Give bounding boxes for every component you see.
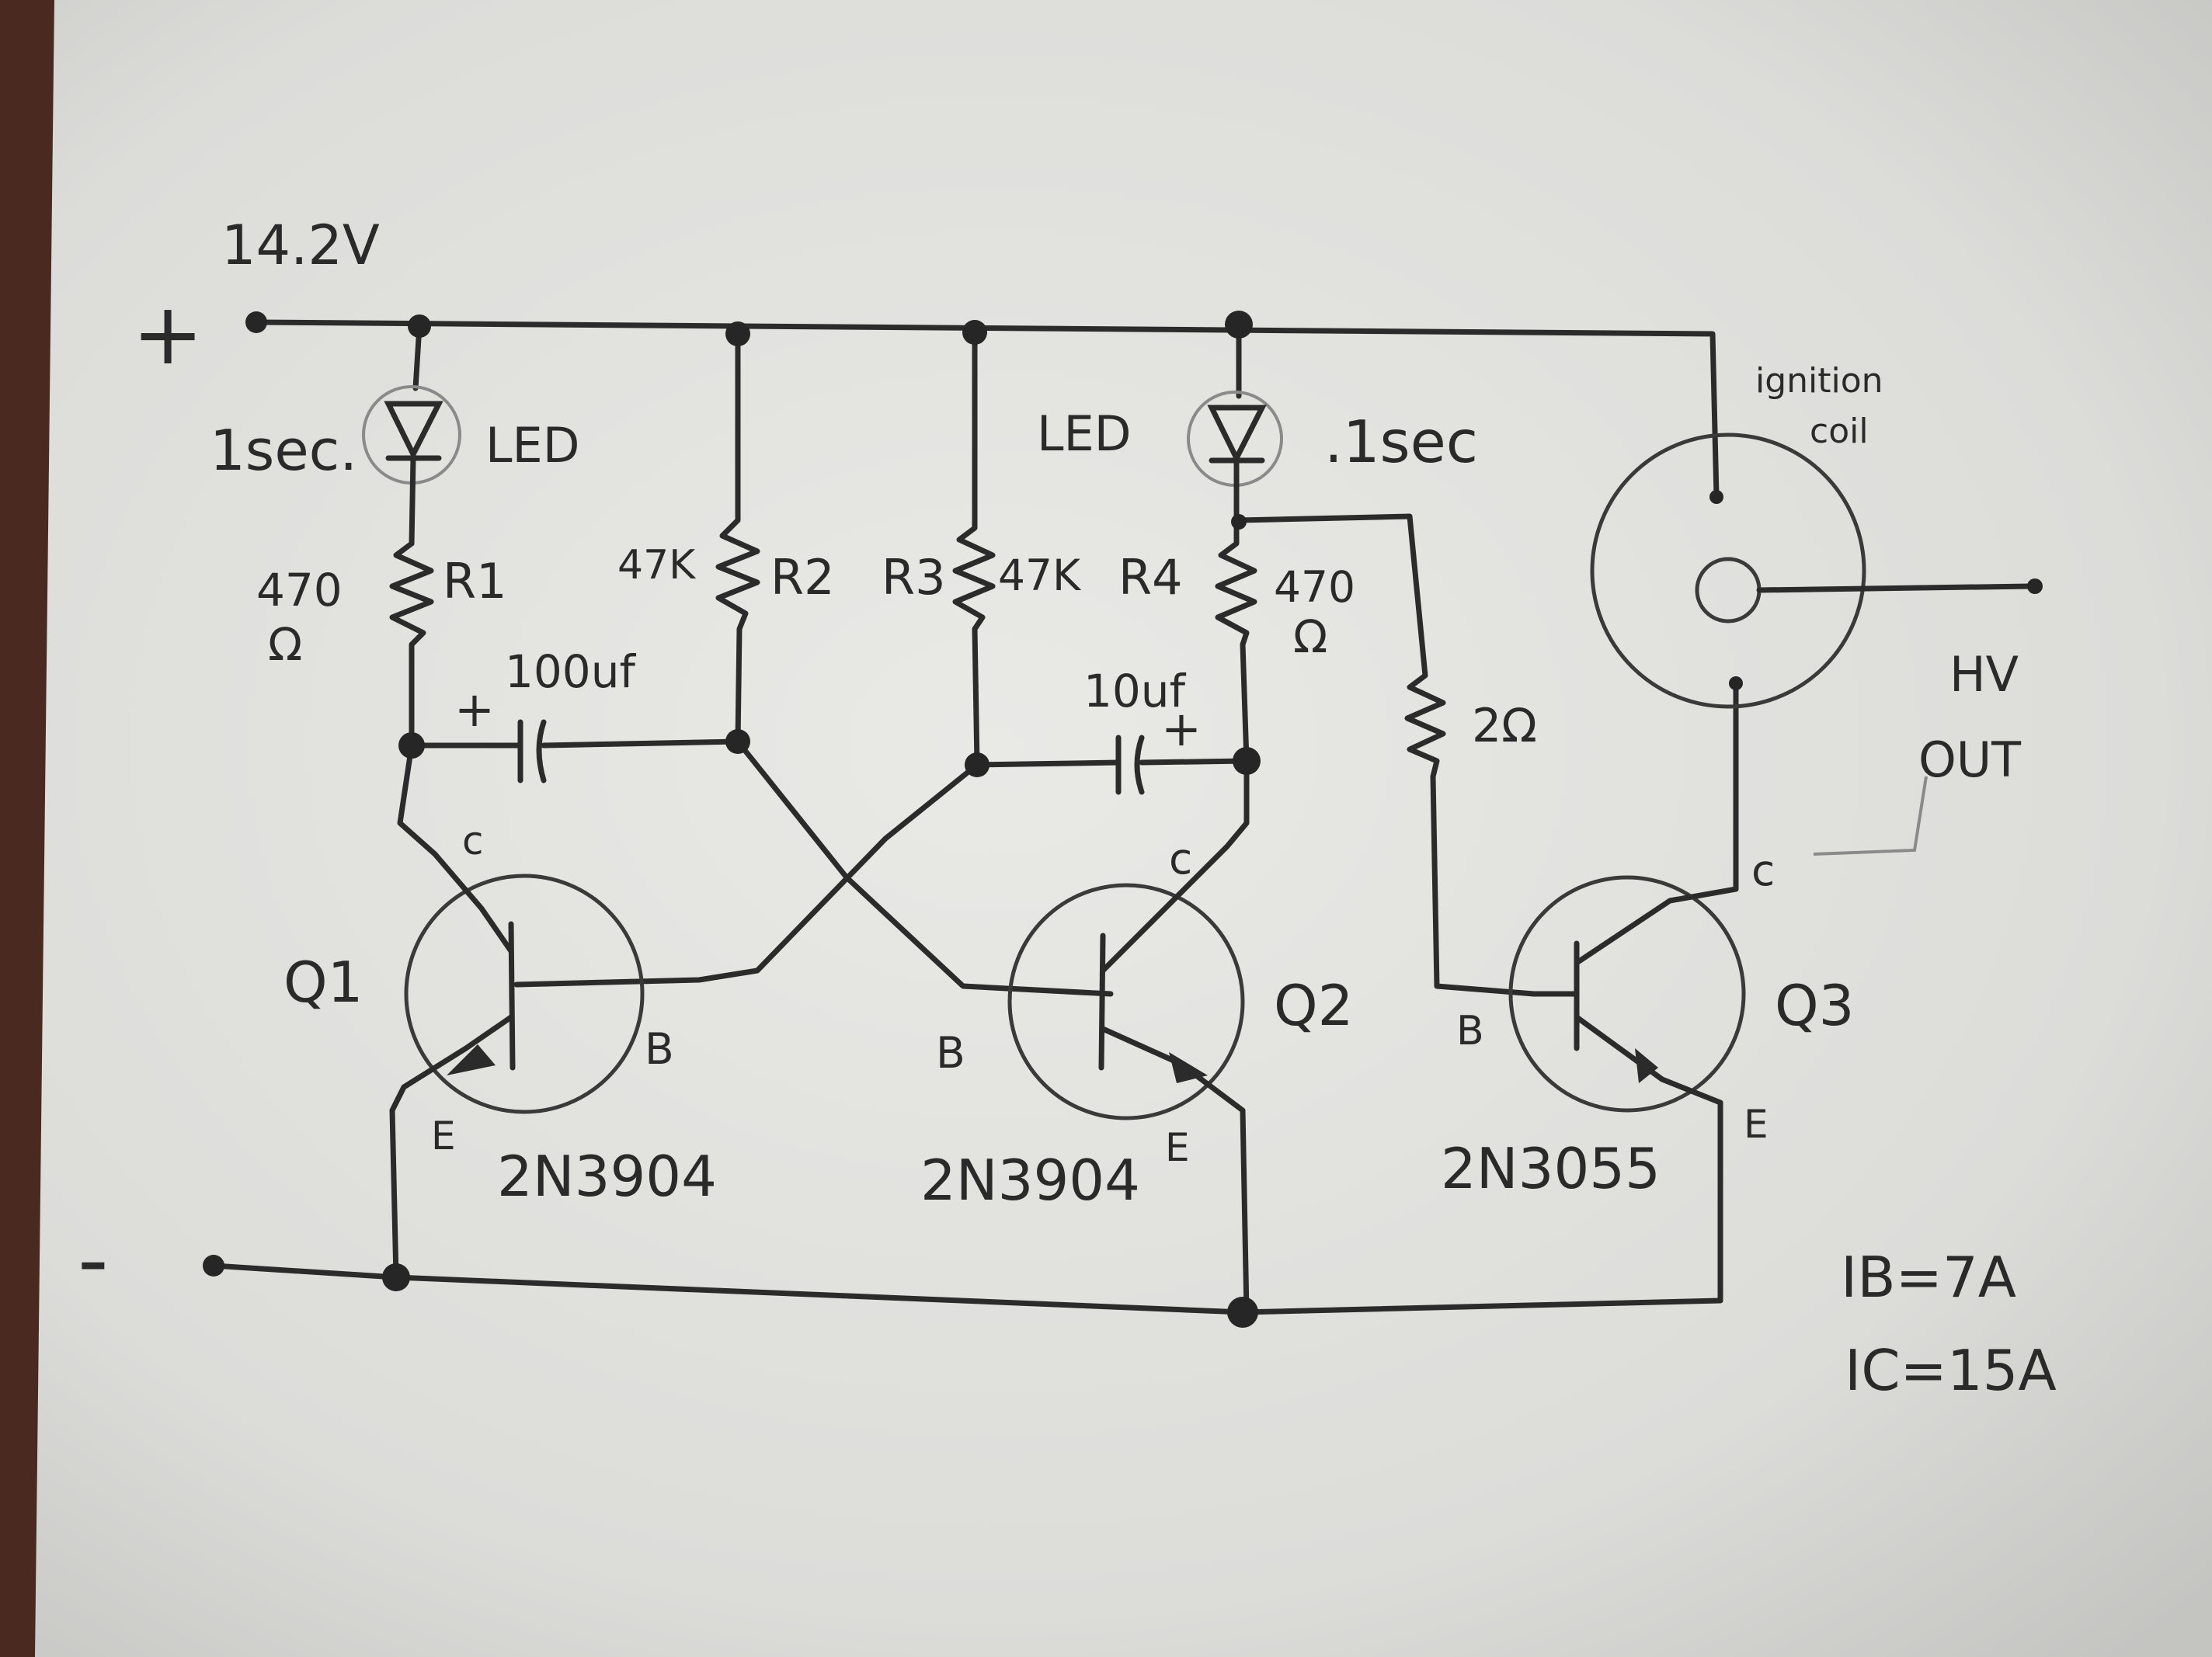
c2-value: 10uf [1083,665,1187,717]
r1-value: 470 [256,564,343,617]
r2-name: R2 [770,549,835,606]
q1-part: 2N3904 [497,1144,717,1209]
q3-name: Q3 [1775,973,1854,1038]
note-collector-current: IC=15A [1845,1338,2057,1403]
q3-pin-e: E [1744,1102,1769,1147]
r4-name: R4 [1118,549,1183,606]
r5-value: 2Ω [1472,699,1537,753]
c1-polarity: + [454,681,495,738]
r3-name: R3 [882,549,946,606]
hv-out-line1: HV [1949,646,2019,703]
q3-part: 2N3055 [1441,1136,1661,1201]
minus-terminal-label: - [78,1210,109,1309]
led1-label: LED [485,417,579,474]
r2-value: 47K [617,542,697,589]
led1-timing-label: 1sec. [210,418,357,483]
r3-value: 47K [998,551,1082,600]
resistor-r4 [1215,525,1257,764]
hv-out-line2: OUT [1918,731,2022,788]
junction-dots [203,311,1261,1328]
r1-unit: Ω [268,618,302,671]
q2-pin-b: B [936,1028,965,1078]
supply-voltage-label: 14.2V [221,214,380,277]
q3-pin-b: B [1456,1008,1484,1054]
transistor-q3 [1508,680,1746,1113]
plus-terminal-label: + [132,284,203,384]
c2-polarity: + [1161,700,1202,757]
capacitor-c1 [409,719,741,783]
c1-value: 100uf [505,645,636,698]
q1-pin-e: E [431,1113,456,1159]
resistor-r3 [952,331,996,768]
resistor-r2 [715,331,760,745]
q2-pin-c: c [1169,834,1192,884]
q2-pin-e: E [1165,1125,1190,1170]
resistor-2-ohm [1236,513,1537,997]
q1-name: Q1 [283,950,363,1015]
cross-coupling [513,738,1114,997]
r4-value: 470 [1274,562,1355,612]
transistor-q2 [1007,758,1250,1315]
q1-pin-c: c [462,818,484,863]
led2-label: LED [1037,405,1131,462]
transistor-q1 [389,742,645,1280]
capacitor-c2 [974,735,1250,795]
r1-name: R1 [443,553,507,610]
q1-pin-b: B [645,1024,674,1074]
ignition-coil [1590,432,2043,856]
table-edge [0,0,54,1657]
coil-label-line1: ignition [1755,361,1883,401]
resistor-r1 [389,540,434,749]
coil-label-line2: coil [1810,412,1869,451]
led2-timing-label: .1sec [1324,408,1478,476]
r4-unit: Ω [1293,610,1327,663]
q2-part: 2N3904 [920,1148,1140,1213]
q2-name: Q2 [1274,973,1353,1038]
q3-pin-c: c [1751,846,1775,895]
note-base-current: IB=7A [1841,1245,2016,1310]
